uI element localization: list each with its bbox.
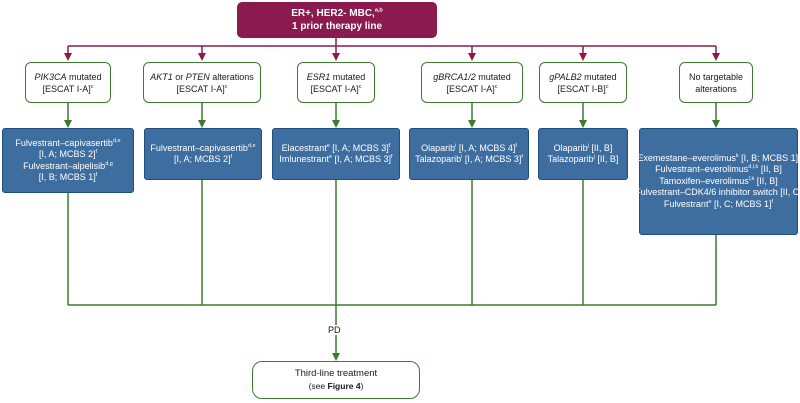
treatment-gpalb2: Olaparibj [II, B] Talazoparibj [II, B]	[538, 128, 628, 180]
condition-akt1-pten: AKT1 or PTEN alterations [ESCAT I-A]c	[143, 62, 261, 103]
population-line1: ER+, HER2- MBC,a,b	[291, 7, 383, 19]
condition-gbrca: gBRCA1/2 mutated [ESCAT I-A]c	[421, 62, 523, 103]
treatment-akt1-pten: Fulvestrant–capivasertibd,e [I, A; MCBS …	[144, 128, 262, 180]
condition-pik3ca: PIK3CA mutated [ESCAT I-A]c	[25, 62, 111, 103]
population-box: ER+, HER2- MBC,a,b 1 prior therapy line	[237, 2, 437, 38]
treatment-no-targetable: Exemestane–everolimusk [I, B; MCBS 1]f F…	[635, 128, 800, 235]
treatment-gbrca: Olaparibi [I, A; MCBS 4]f Talazoparibi […	[409, 128, 529, 180]
pd-label: PD	[326, 325, 343, 335]
condition-no-targetable: No targetable alterations	[679, 62, 753, 103]
condition-gpalb2: gPALB2 mutated [ESCAT I-B]c	[539, 62, 627, 103]
condition-esr1: ESR1 mutated [ESCAT I-A]c	[297, 62, 375, 103]
third-line-title: Third-line treatment	[294, 368, 378, 379]
treatment-pik3ca: Fulvestrant–capivasertibd,e [I, A; MCBS …	[2, 128, 134, 193]
third-line-box: Third-line treatment (see Figure 4)	[252, 361, 420, 399]
treatment-esr1: Elacestrante [I, A; MCBS 3]f Imlunestran…	[272, 128, 400, 180]
third-line-ref: (see Figure 4)	[308, 381, 364, 391]
population-line2: 1 prior therapy line	[291, 21, 383, 32]
